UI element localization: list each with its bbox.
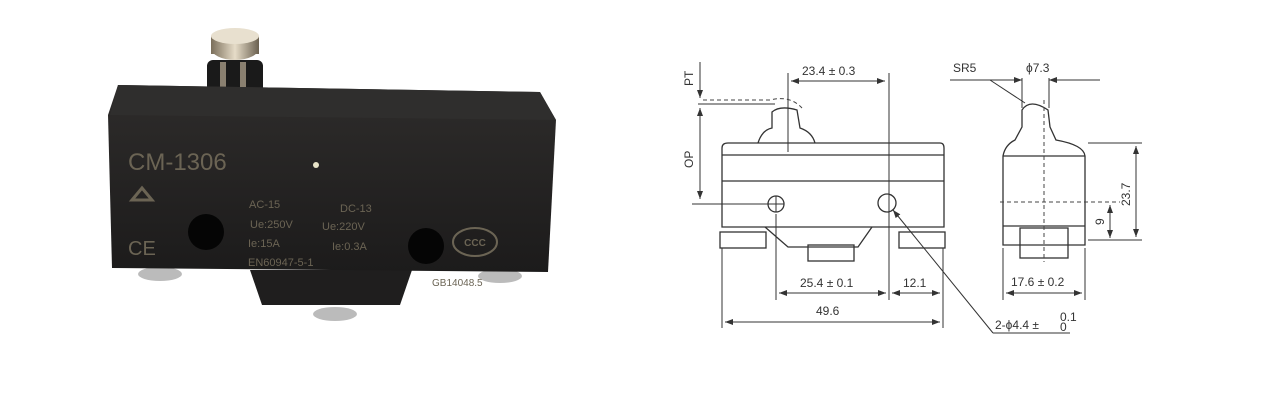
sphere-radius-dim: SR5 [953, 61, 977, 75]
rating-ue-dc: Ue:220V [322, 221, 365, 233]
hole-spacing-dim: 25.4 ± 0.1 [800, 276, 854, 290]
hole-diameter-dim: 2-ϕ4.4 ± [995, 318, 1039, 332]
length-dim: 49.6 [816, 304, 840, 318]
rating-dc: DC-13 [340, 203, 372, 215]
rating-ue-ac: Ue:250V [250, 219, 293, 231]
rating-ac: AC-15 [249, 199, 280, 211]
plunger-diameter-dim: ϕ7.3 [1026, 61, 1050, 75]
hole-tol-upper: 0.1 [1060, 310, 1077, 324]
ccc-mark: CCC [464, 238, 486, 249]
ccc-mark-icon [452, 227, 498, 257]
ce-mark: CE [128, 238, 156, 260]
height-dim: 23.7 [1119, 182, 1133, 206]
standard-en: EN60947-5-1 [248, 257, 313, 269]
width-dim: 17.6 ± 0.2 [1011, 275, 1065, 289]
hole-height-dim: 9 [1093, 218, 1107, 225]
model-label: CM-1306 [128, 149, 227, 176]
rating-ie-dc: Ie:0.3A [332, 241, 368, 253]
op-label: OP [682, 151, 696, 168]
front-view-drawing: 23.4 ± 0.3 PT OP 25.4 ± 0.1 12.1 49.6 2-… [682, 62, 1077, 334]
actuator-offset-dim: 23.4 ± 0.3 [802, 64, 856, 78]
switch-photo: CM-1306 CE CCC AC-15 DC-13 Ue:250V Ue:22… [108, 28, 556, 321]
hole-tol-lower: 0 [1060, 320, 1067, 334]
standard-gb: GB14048.5 [432, 278, 483, 289]
edge-offset-dim: 12.1 [903, 276, 927, 290]
warning-triangle-icon [128, 185, 156, 202]
side-view-drawing: ϕ7.3 SR5 23.7 9 17.6 ± 0.2 [950, 61, 1142, 300]
pt-label: PT [682, 70, 696, 86]
rating-ie-ac: Ie:15A [248, 238, 280, 250]
